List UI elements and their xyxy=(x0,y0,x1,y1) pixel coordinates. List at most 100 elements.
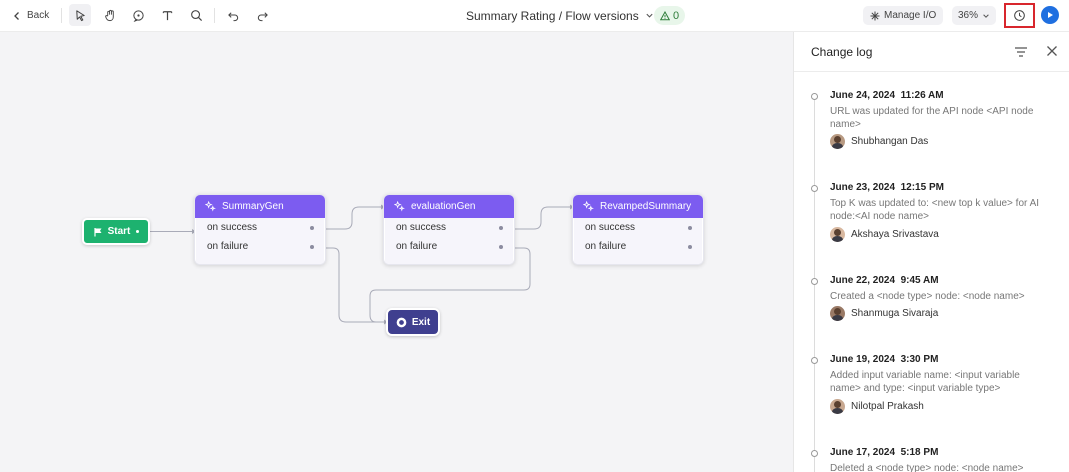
text-icon xyxy=(162,11,172,21)
user-name: Shanmuga Sivaraja xyxy=(851,308,939,319)
output-port[interactable] xyxy=(499,225,503,230)
flow-node-evaluationgen[interactable]: evaluationGen on success on failure xyxy=(383,194,515,265)
start-node-port[interactable] xyxy=(136,230,140,233)
flow-canvas[interactable]: Start SummaryGen on success on failure e… xyxy=(0,32,793,472)
text-tool-button[interactable] xyxy=(156,0,178,31)
user-name: Akshaya Srivastava xyxy=(851,229,939,240)
entry-date: June 23, 2024 12:15 PM xyxy=(830,182,944,193)
timeline-dot xyxy=(811,93,818,100)
warnings-badge[interactable]: 0 xyxy=(654,6,686,25)
divider xyxy=(61,8,62,23)
output-row-failure[interactable]: on failure xyxy=(385,237,513,256)
flag-icon xyxy=(93,227,102,236)
node-title: RevampedSummary xyxy=(600,201,692,212)
back-button[interactable]: Back xyxy=(12,0,49,31)
warnings-count: 0 xyxy=(673,9,680,22)
entry-date: June 24, 2024 11:26 AM xyxy=(830,90,944,101)
output-label: on success xyxy=(585,222,636,233)
zoom-level: 36% xyxy=(958,10,979,21)
output-row-failure[interactable]: on failure xyxy=(196,237,324,256)
flow-node-summarygen[interactable]: SummaryGen on success on failure xyxy=(194,194,326,265)
timeline-dot xyxy=(811,185,818,192)
select-tool-button[interactable] xyxy=(69,4,91,26)
zoom-dropdown[interactable]: 36% xyxy=(952,6,997,25)
change-log-panel: Change log June 24, 2024 11:26 AM URL wa… xyxy=(793,32,1069,472)
undo-button[interactable] xyxy=(222,0,244,31)
filter-icon[interactable] xyxy=(1014,46,1028,58)
start-node[interactable]: Start xyxy=(82,218,150,245)
chevron-down-icon xyxy=(646,13,653,18)
comment-tool-button[interactable] xyxy=(127,0,149,31)
timeline-dot xyxy=(811,357,818,364)
timeline-dot xyxy=(811,450,818,457)
entry-description: Deleted a <node type> node: <node name> xyxy=(830,463,1024,472)
node-title: SummaryGen xyxy=(222,201,284,212)
entry-date: June 17, 2024 5:18 PM xyxy=(830,447,939,458)
output-port[interactable] xyxy=(499,244,503,249)
flow-title-dropdown[interactable]: Summary Rating / Flow versions xyxy=(466,0,654,31)
history-button[interactable] xyxy=(1004,3,1035,28)
warning-icon xyxy=(660,10,670,20)
ai-sparkle-icon xyxy=(394,201,405,212)
node-header: evaluationGen xyxy=(384,195,514,218)
chevron-left-icon xyxy=(14,11,19,20)
output-row-success[interactable]: on success xyxy=(574,218,702,237)
page-title: Summary Rating / Flow versions xyxy=(466,8,639,23)
edge-summarygen-failure xyxy=(326,247,384,323)
search-button[interactable] xyxy=(185,0,207,31)
redo-button[interactable] xyxy=(251,0,273,31)
pointer-icon xyxy=(75,9,85,21)
flow-node-revampedsummary[interactable]: RevampedSummary on success on failure xyxy=(572,194,704,265)
hand-tool-button[interactable] xyxy=(99,0,121,31)
entry-user: Shanmuga Sivaraja xyxy=(830,306,938,321)
start-node-label: Start xyxy=(107,226,131,237)
entry-user: Shubhangan Das xyxy=(830,134,928,149)
output-row-failure[interactable]: on failure xyxy=(574,237,702,256)
panel-title: Change log xyxy=(811,45,873,59)
timeline-dot xyxy=(811,278,818,285)
output-port[interactable] xyxy=(688,244,692,249)
panel-header: Change log xyxy=(794,32,1069,72)
history-icon xyxy=(1014,10,1025,21)
search-icon xyxy=(190,10,202,22)
manage-io-button[interactable]: Manage I/O xyxy=(863,6,944,25)
output-port[interactable] xyxy=(310,225,314,230)
play-icon xyxy=(1048,12,1053,18)
entry-description: Created a <node type> node: <node name> xyxy=(830,291,1025,302)
output-row-success[interactable]: on success xyxy=(385,218,513,237)
output-label: on failure xyxy=(396,241,438,252)
avatar xyxy=(830,227,845,242)
close-icon[interactable] xyxy=(1046,45,1058,57)
edge-evaluationgen-failure xyxy=(369,247,531,323)
back-label: Back xyxy=(27,10,50,21)
node-header: SummaryGen xyxy=(195,195,325,218)
run-button[interactable] xyxy=(1041,6,1059,24)
comment-icon xyxy=(132,10,144,22)
ai-sparkle-icon xyxy=(205,201,216,212)
output-label: on failure xyxy=(207,241,249,252)
user-name: Nilotpal Prakash xyxy=(851,401,924,412)
redo-icon xyxy=(257,12,268,22)
output-label: on success xyxy=(396,222,447,233)
output-port[interactable] xyxy=(310,244,314,249)
node-header: RevampedSummary xyxy=(573,195,703,218)
node-title: evaluationGen xyxy=(411,201,476,212)
output-label: on success xyxy=(207,222,258,233)
divider xyxy=(214,8,215,23)
edge-evaluationgen-success xyxy=(515,206,570,230)
ai-sparkle-icon xyxy=(583,201,594,212)
stop-circle-icon xyxy=(396,317,407,327)
flow-edges xyxy=(150,204,574,325)
hand-icon xyxy=(104,9,114,22)
output-label: on failure xyxy=(585,241,627,252)
exit-node[interactable]: Exit xyxy=(386,308,440,336)
output-port[interactable] xyxy=(688,225,692,230)
top-toolbar: Back Summary Rating / Flow versions 0 Ma… xyxy=(0,0,1069,32)
user-name: Shubhangan Das xyxy=(851,136,929,147)
avatar xyxy=(830,134,845,149)
exit-node-label: Exit xyxy=(411,316,431,328)
manage-io-label: Manage I/O xyxy=(884,10,937,21)
output-row-success[interactable]: on success xyxy=(196,218,324,237)
entry-date: June 19, 2024 3:30 PM xyxy=(830,354,939,365)
edge-summarygen-success xyxy=(326,206,381,230)
